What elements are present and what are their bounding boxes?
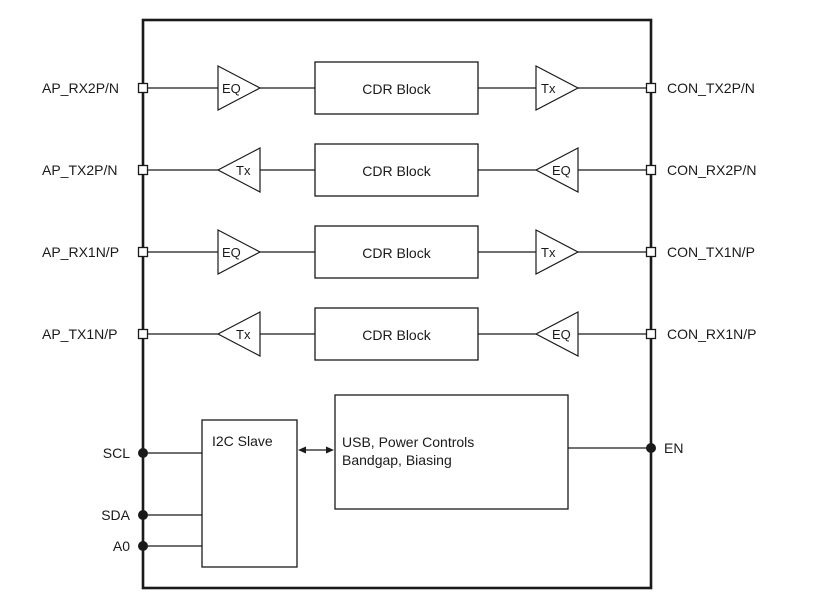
lane: AP_RX1N/P CON_TX1N/P EQ CDR Block Tx (42, 225, 755, 279)
left-pin-label: AP_RX1N/P (42, 244, 119, 260)
right-pin-label: CON_RX1N/P (667, 326, 756, 342)
left-pin-ap-rx2p-n (137, 82, 149, 94)
cdr-block-label: CDR Block (362, 81, 431, 97)
right-amplifier-eq (534, 311, 579, 357)
cdr-block-label: CDR Block (362, 245, 431, 261)
left-amplifier-eq (217, 229, 262, 275)
left-pin-label: AP_RX2P/N (42, 80, 119, 96)
right-amplifier-label: EQ (552, 327, 571, 342)
left-amplifier-label: EQ (222, 81, 241, 96)
left-pin-ap-tx1n-p (137, 328, 149, 340)
right-pin-con-rx2p-n (645, 164, 657, 176)
en-pin (646, 443, 656, 453)
i2c-section: I2C Slave SCL SDA A0 (101, 419, 298, 568)
right-pin-label: CON_TX1N/P (667, 244, 755, 260)
chip-outline (141, 18, 653, 590)
cdr-block (314, 307, 479, 361)
left-amplifier-eq (217, 65, 262, 111)
scl-pin-label: SCL (103, 445, 130, 461)
cdr-block (314, 61, 479, 115)
scl-pin (138, 448, 148, 458)
left-amplifier-label: Tx (236, 327, 251, 342)
i2c-slave-block (201, 419, 298, 568)
right-pin-con-rx1n-p (645, 328, 657, 340)
sda-pin (138, 510, 148, 520)
lane: AP_RX2P/N CON_TX2P/N EQ CDR Block Tx (42, 61, 755, 115)
i2c-control-arrow (298, 446, 334, 454)
cdr-block (314, 143, 479, 197)
right-amplifier-label: Tx (541, 81, 556, 96)
en-pin-label: EN (664, 440, 683, 456)
right-pin-label: CON_TX2P/N (667, 80, 755, 96)
cdr-block-label: CDR Block (362, 327, 431, 343)
right-pin-con-tx2p-n (645, 82, 657, 94)
right-pin-label: CON_RX2P/N (667, 162, 756, 178)
right-amplifier-label: EQ (552, 163, 571, 178)
left-amplifier-tx (216, 311, 261, 357)
right-pin-con-tx1n-p (645, 246, 657, 258)
i2c-slave-label: I2C Slave (212, 433, 273, 449)
control-section: USB, Power Controls Bandgap, Biasing EN (334, 394, 683, 510)
control-label-line2: Bandgap, Biasing (342, 452, 452, 468)
left-pin-label: AP_TX2P/N (42, 162, 117, 178)
left-amplifier-tx (216, 147, 261, 193)
right-amplifier-label: Tx (541, 245, 556, 260)
lane: AP_TX1N/P CON_RX1N/P Tx CDR Block EQ (42, 307, 756, 361)
left-pin-label: AP_TX1N/P (42, 326, 117, 342)
control-label-line1: USB, Power Controls (342, 434, 474, 450)
left-amplifier-label: EQ (222, 245, 241, 260)
right-amplifier-tx (535, 229, 580, 275)
right-amplifier-tx (535, 65, 580, 111)
a0-pin-label: A0 (113, 538, 130, 554)
right-amplifier-eq (534, 147, 579, 193)
cdr-block-label: CDR Block (362, 163, 431, 179)
left-pin-ap-tx2p-n (137, 164, 149, 176)
a0-pin (138, 541, 148, 551)
cdr-block (314, 225, 479, 279)
lane: AP_TX2P/N CON_RX2P/N Tx CDR Block EQ (42, 143, 756, 197)
left-pin-ap-rx1n-p (137, 246, 149, 258)
usb-power-control-block (334, 394, 569, 510)
sda-pin-label: SDA (101, 507, 130, 523)
left-amplifier-label: Tx (236, 163, 251, 178)
